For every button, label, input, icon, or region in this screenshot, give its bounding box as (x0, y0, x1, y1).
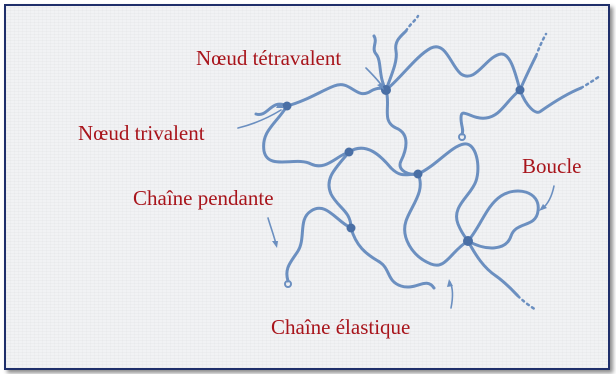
label-boucle: Boucle (522, 156, 581, 177)
chain-412-down (405, 174, 468, 265)
chain-boucle (468, 191, 538, 248)
chain-end-ring (285, 281, 291, 287)
chain-mid-down (329, 152, 351, 228)
dangling-end-right (536, 34, 546, 56)
chain-right-left (461, 90, 520, 134)
label-chaine-pendante: Chaîne pendante (133, 188, 274, 209)
chain-mid-right (349, 148, 418, 175)
dangling-end-top (406, 16, 418, 31)
chain-top-down (386, 90, 418, 174)
node-middle (345, 148, 354, 157)
label-noeud-trivalent: Nœud trivalent (78, 123, 205, 144)
chain-top-right (386, 47, 520, 90)
dangling-end-bottomright (518, 296, 536, 310)
node-trivalent (283, 102, 292, 111)
node-loop (463, 236, 473, 246)
label-noeud-tetravalent: Nœud tétravalent (196, 48, 341, 69)
chain-tri-down (264, 106, 349, 166)
label-chaine-elastique: Chaîne élastique (271, 317, 410, 338)
chain-right-down (520, 88, 581, 112)
node-center (414, 170, 423, 179)
dangling-end-topright (581, 76, 600, 88)
arrowhead-pendante (272, 241, 278, 248)
arrowhead-elastique (447, 279, 453, 287)
arrow-pendante (268, 218, 276, 244)
arrow-trivalent (238, 110, 281, 128)
node-pendant (347, 224, 356, 233)
chain-pendante (287, 208, 351, 281)
chain-412-right (418, 144, 478, 241)
chain-top-left-dangle (374, 36, 386, 90)
node-right (516, 86, 525, 95)
chain-end-ring (459, 134, 465, 140)
diagram-frame: Nœud tétravalent Nœud trivalent Chaîne p… (4, 4, 610, 370)
chain-right-up (520, 56, 536, 90)
chain-tri-up (287, 85, 386, 106)
